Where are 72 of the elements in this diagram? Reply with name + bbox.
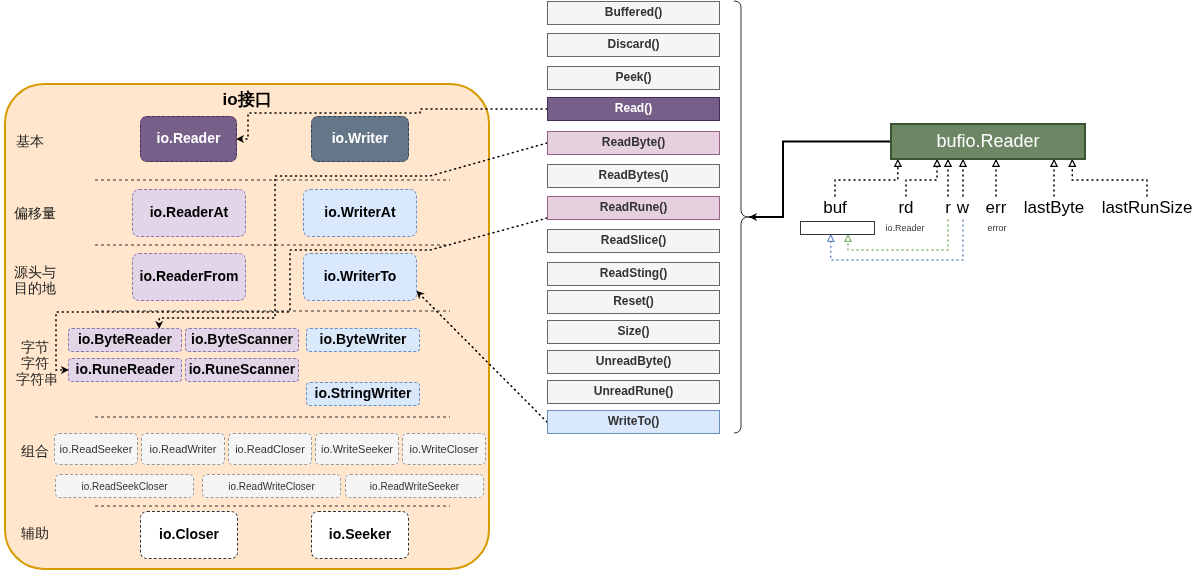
- method-box: ReadRune(): [547, 196, 720, 220]
- interface-box: io.WriteSeeker: [315, 433, 399, 465]
- interface-box: io.ReadWriteSeeker: [345, 474, 484, 498]
- interface-box: io.WriterAt: [303, 189, 417, 237]
- field-name: err: [981, 196, 1011, 220]
- dotted-arrow: [236, 108, 548, 143]
- interface-box: io.Writer: [311, 116, 409, 162]
- interface-box: io.ByteReader: [68, 328, 182, 352]
- method-box: Discard(): [547, 33, 720, 57]
- interface-box: io.StringWriter: [306, 382, 420, 406]
- dotted-arrow: [1050, 159, 1058, 197]
- interface-box: io.ByteScanner: [185, 328, 299, 352]
- arrow: [749, 140, 891, 221]
- struct-box: bufio.Reader: [890, 123, 1086, 160]
- interface-box: io.WriterTo: [303, 253, 417, 301]
- interface-box: io.ReaderAt: [132, 189, 246, 237]
- interface-box: io.Closer: [140, 511, 238, 559]
- field-name: buf: [818, 196, 852, 220]
- type-label: error: [986, 222, 1008, 235]
- method-box: ReadByte(): [547, 131, 720, 155]
- method-box: ReadBytes(): [547, 164, 720, 188]
- interface-box: io.Reader: [140, 116, 237, 162]
- method-box: Buffered(): [547, 1, 720, 25]
- method-box: WriteTo(): [547, 410, 720, 434]
- dotted-arrow: [905, 159, 941, 197]
- interface-box: io.Seeker: [311, 511, 409, 559]
- dotted-arrow: [844, 219, 949, 251]
- buffer-box: [800, 221, 875, 235]
- method-box: Size(): [547, 320, 720, 344]
- field-name: rd: [894, 196, 918, 220]
- method-box: Peek(): [547, 66, 720, 90]
- dotted-arrow: [834, 159, 902, 197]
- method-box: Read(): [547, 97, 720, 121]
- dotted-arrow: [416, 290, 548, 423]
- dotted-arrow: [826, 219, 964, 261]
- field-name: lastByte: [1016, 196, 1092, 220]
- interface-box: io.ReadWriteCloser: [202, 474, 341, 498]
- type-label: io.Reader: [884, 222, 926, 235]
- row-label: 辅助: [20, 525, 50, 542]
- dotted-arrow: [992, 159, 1000, 197]
- interface-box: io.ReadSeekCloser: [55, 474, 194, 498]
- interface-box: io.ReadCloser: [228, 433, 312, 465]
- dotted-arrow: [155, 142, 548, 329]
- method-box: ReadSlice(): [547, 229, 720, 253]
- interface-box: io.WriteCloser: [402, 433, 486, 465]
- interface-box: io.ReadWriter: [141, 433, 225, 465]
- interface-box: io.ByteWriter: [306, 328, 420, 352]
- row-label: 偏移量: [13, 205, 57, 222]
- dotted-arrow: [944, 159, 952, 197]
- interface-box: io.ReadSeeker: [54, 433, 138, 465]
- row-label: 基本: [15, 133, 45, 150]
- dotted-arrow: [959, 159, 967, 197]
- field-name: w: [955, 196, 971, 220]
- curly-brace: [733, 0, 750, 434]
- interface-box: io.RuneScanner: [185, 358, 299, 382]
- interface-box: io.RuneReader: [68, 358, 182, 382]
- row-label: 源头与目的地: [13, 264, 57, 297]
- method-box: UnreadRune(): [547, 380, 720, 404]
- interface-box: io.ReaderFrom: [132, 253, 246, 301]
- field-name: r: [942, 196, 954, 220]
- method-box: UnreadByte(): [547, 350, 720, 374]
- panel-title: io接口: [221, 91, 273, 110]
- field-name: lastRunSize: [1096, 196, 1198, 220]
- row-label: 字符串: [15, 371, 59, 388]
- dotted-arrow: [1068, 159, 1148, 197]
- group-panel: [4, 83, 490, 570]
- row-label: 组合: [20, 443, 50, 460]
- method-box: ReadSting(): [547, 262, 720, 286]
- row-label: 字节: [20, 339, 50, 356]
- method-box: Reset(): [547, 290, 720, 314]
- row-label: 字符: [20, 355, 50, 372]
- dotted-arrow: [55, 217, 548, 374]
